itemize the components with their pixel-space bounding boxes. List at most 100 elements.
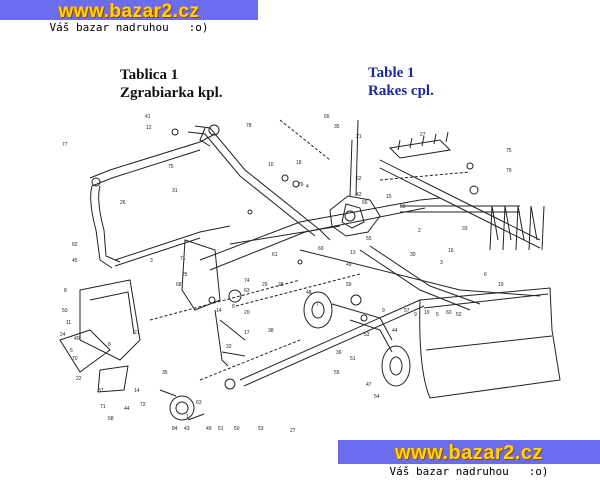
part-label: 6 — [484, 272, 487, 278]
part-label: 5 — [70, 348, 73, 354]
part-label: 59 — [346, 282, 352, 288]
part-label: 11 — [66, 320, 71, 326]
part-label: 71 — [100, 404, 106, 410]
part-label: 44 — [124, 406, 130, 412]
part-label: 41 — [145, 114, 151, 120]
part-label: 27 — [290, 428, 296, 434]
part-label: 42 — [356, 192, 362, 198]
part-label: 22 — [76, 376, 82, 382]
part-label: 38 — [268, 328, 274, 334]
caption-polish-line2: Zgrabiarka kpl. — [120, 85, 223, 101]
part-label: 31 — [172, 188, 178, 194]
part-label: 16 — [448, 248, 454, 254]
part-label: 33 — [462, 226, 468, 232]
part-label: 76 — [298, 182, 304, 188]
part-label: 84 — [172, 426, 178, 432]
part-label: 51 — [218, 426, 224, 432]
part-label: 45 — [72, 258, 78, 264]
part-label: 62 — [72, 242, 78, 248]
part-label: 30 — [410, 252, 416, 258]
part-label: 13 — [350, 250, 356, 256]
part-label: 75 — [168, 164, 174, 170]
banner-bottom[interactable]: www.bazar2.cz Váš bazar nadruhou :o) — [338, 440, 600, 480]
part-label: 9 — [382, 308, 385, 314]
part-label: 54 — [374, 394, 380, 400]
banner-top-subtitle: Váš bazar nadruhou :o) — [0, 20, 258, 36]
caption-polish-line1: Tablica 1 — [120, 67, 179, 83]
part-label: 75 — [506, 148, 512, 154]
part-label: 19 — [424, 310, 430, 316]
caption-english-line2: Rakes cpl. — [368, 83, 434, 99]
part-label: 47 — [366, 382, 372, 388]
part-label: 56 — [400, 204, 406, 210]
part-label: 36 — [336, 350, 342, 356]
part-label: 28 — [278, 282, 284, 288]
part-label: 65 — [324, 114, 330, 120]
part-label: 37 — [98, 388, 104, 394]
part-label: 8 — [108, 342, 111, 348]
part-label: 29 — [262, 282, 268, 288]
part-label: 72 — [140, 402, 146, 408]
part-label: 5 — [436, 312, 439, 318]
part-label: 7 — [316, 302, 319, 308]
part-label: 43 — [184, 426, 190, 432]
part-label: 9 — [414, 312, 417, 318]
part-label: 70 — [72, 356, 78, 362]
banner-top[interactable]: www.bazar2.cz Váš bazar nadruhou :o) — [0, 0, 258, 36]
part-label: 62 — [356, 176, 362, 182]
part-label: 8 — [232, 304, 235, 310]
part-label: 77 — [62, 142, 68, 148]
part-label: 14 — [134, 388, 140, 394]
part-label: 35 — [334, 124, 340, 130]
part-label: 52 — [456, 312, 462, 318]
part-label: 69 — [318, 246, 324, 252]
part-label: 24 — [60, 332, 66, 338]
part-label: 50 — [234, 426, 240, 432]
part-label: 61 — [272, 252, 278, 258]
part-label: 25 — [182, 272, 188, 278]
part-label: 68 — [176, 282, 182, 288]
caption-english: Table 1 Rakes cpl. — [368, 64, 434, 100]
part-label: 21 — [134, 330, 140, 336]
banner-bottom-title[interactable]: www.bazar2.cz — [394, 442, 544, 464]
banner-bottom-subtitle: Váš bazar nadruhou :o) — [338, 464, 600, 480]
part-label: 79 — [506, 168, 512, 174]
part-label: 53 — [364, 332, 370, 338]
part-label: 4 — [306, 184, 309, 190]
part-label: 32 — [226, 344, 232, 350]
part-label: 15 — [386, 194, 392, 200]
part-label: 48 — [306, 290, 312, 296]
part-label: 12 — [146, 125, 152, 131]
part-label: 1 — [186, 414, 189, 420]
part-label: 49 — [346, 262, 352, 268]
part-label: 8 — [64, 288, 67, 294]
part-label: 20 — [244, 310, 250, 316]
part-label: 50 — [62, 308, 68, 314]
part-label: 21 — [356, 134, 362, 140]
part-label: 63 — [196, 400, 202, 406]
part-label: 66 — [362, 200, 368, 206]
part-label: 78 — [246, 123, 252, 129]
part-label: 35 — [162, 370, 168, 376]
diagram-linework — [59, 119, 561, 421]
part-label: 58 — [108, 416, 114, 422]
part-label: 18 — [296, 160, 302, 166]
part-label: 60 — [446, 310, 452, 316]
part-label: 3 — [440, 260, 443, 266]
part-label: 26 — [120, 200, 126, 206]
part-label: 3 — [150, 258, 153, 264]
banner-top-title[interactable]: www.bazar2.cz — [58, 1, 200, 22]
part-label: 27 — [420, 132, 426, 138]
part-label: 55 — [334, 370, 340, 376]
part-label: 49 — [206, 426, 212, 432]
part-label: 51 — [350, 356, 356, 362]
part-label: 57 — [404, 308, 410, 314]
part-label: 10 — [268, 162, 274, 168]
part-label: 55 — [366, 236, 372, 242]
part-label: 40 — [74, 336, 80, 342]
caption-polish: Tablica 1 Zgrabiarka kpl. — [120, 66, 223, 102]
part-label: 17 — [244, 330, 250, 336]
part-label: 71 — [180, 256, 186, 262]
